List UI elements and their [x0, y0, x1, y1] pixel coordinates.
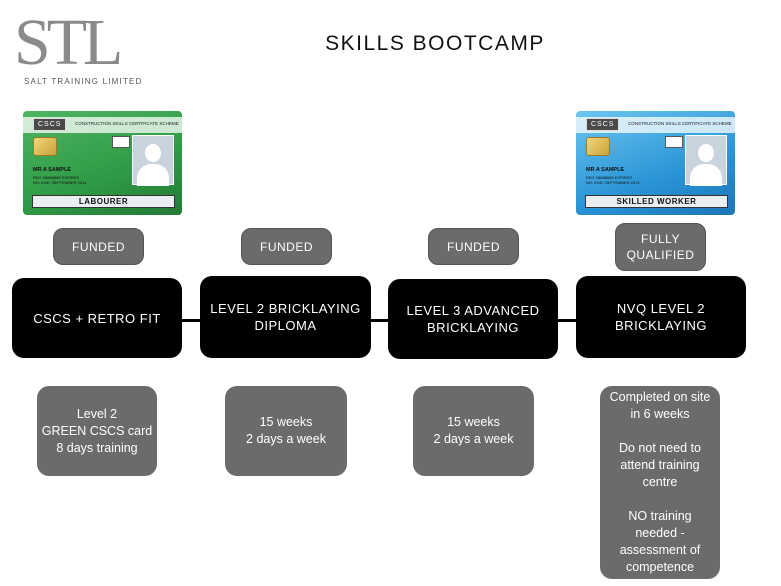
card-badge: CSCS: [586, 118, 620, 131]
cscs-card-labourer: CSCS CONSTRUCTION SKILLS CERTIFICATE SCH…: [23, 111, 182, 215]
card-type: SKILLED WORKER: [585, 195, 728, 208]
funding-pill-2: FUNDED: [241, 228, 332, 265]
card-details: REG 08888888 EXPIRES NO: END: SEPTEMBER …: [33, 175, 87, 185]
page-title: SKILLS BOOTCAMP: [325, 32, 545, 55]
card-details: REG 08888888 EXPIRES NO: END: SEPTEMBER …: [586, 175, 640, 185]
card-scheme: CONSTRUCTION SKILLS CERTIFICATE SCHEME: [628, 121, 732, 126]
stage-cscs-retro-fit: CSCS + RETRO FIT: [12, 278, 182, 358]
stage-level-2-bricklaying: LEVEL 2 BRICKLAYING DIPLOMA: [200, 276, 371, 358]
detail-box-4: Completed on site in 6 weeks Do not need…: [600, 386, 720, 579]
chip-icon: [33, 137, 57, 156]
card-expiry-line: NO: END: SEPTEMBER 2014: [586, 180, 640, 185]
detail-box-2: 15 weeks 2 days a week: [225, 386, 347, 476]
card-logo-icon: [112, 136, 130, 148]
stage-level-3-advanced: LEVEL 3 ADVANCED BRICKLAYING: [388, 279, 558, 359]
card-reg-line: REG 08888888 EXPIRES: [586, 175, 633, 180]
timeline-connector: [12, 319, 746, 322]
person-photo-icon: [132, 135, 174, 186]
logo-subtitle: SALT TRAINING LIMITED: [24, 77, 143, 86]
card-holder-name: MR A SAMPLE: [586, 167, 625, 173]
card-logo-icon: [665, 136, 683, 148]
detail-box-1: Level 2 GREEN CSCS card 8 days training: [37, 386, 157, 476]
card-type: LABOURER: [32, 195, 175, 208]
funding-pill-1: FUNDED: [53, 228, 144, 265]
card-reg-line: REG 08888888 EXPIRES: [33, 175, 80, 180]
card-badge: CSCS: [33, 118, 67, 131]
cscs-card-skilled-worker: CSCS CONSTRUCTION SKILLS CERTIFICATE SCH…: [576, 111, 735, 215]
chip-icon: [586, 137, 610, 156]
detail-box-3: 15 weeks 2 days a week: [413, 386, 534, 476]
funding-pill-3: FUNDED: [428, 228, 519, 265]
company-logo: STL SALT TRAINING LIMITED: [14, 6, 141, 90]
person-photo-icon: [685, 135, 727, 186]
card-expiry-line: NO: END: SEPTEMBER 2014: [33, 180, 87, 185]
logo-mark: STL: [14, 6, 123, 79]
card-scheme: CONSTRUCTION SKILLS CERTIFICATE SCHEME: [75, 121, 179, 126]
card-holder-name: MR A SAMPLE: [33, 167, 72, 173]
funding-pill-4: FULLY QUALIFIED: [615, 223, 706, 271]
stage-nvq-level-2: NVQ LEVEL 2 BRICKLAYING: [576, 276, 746, 358]
